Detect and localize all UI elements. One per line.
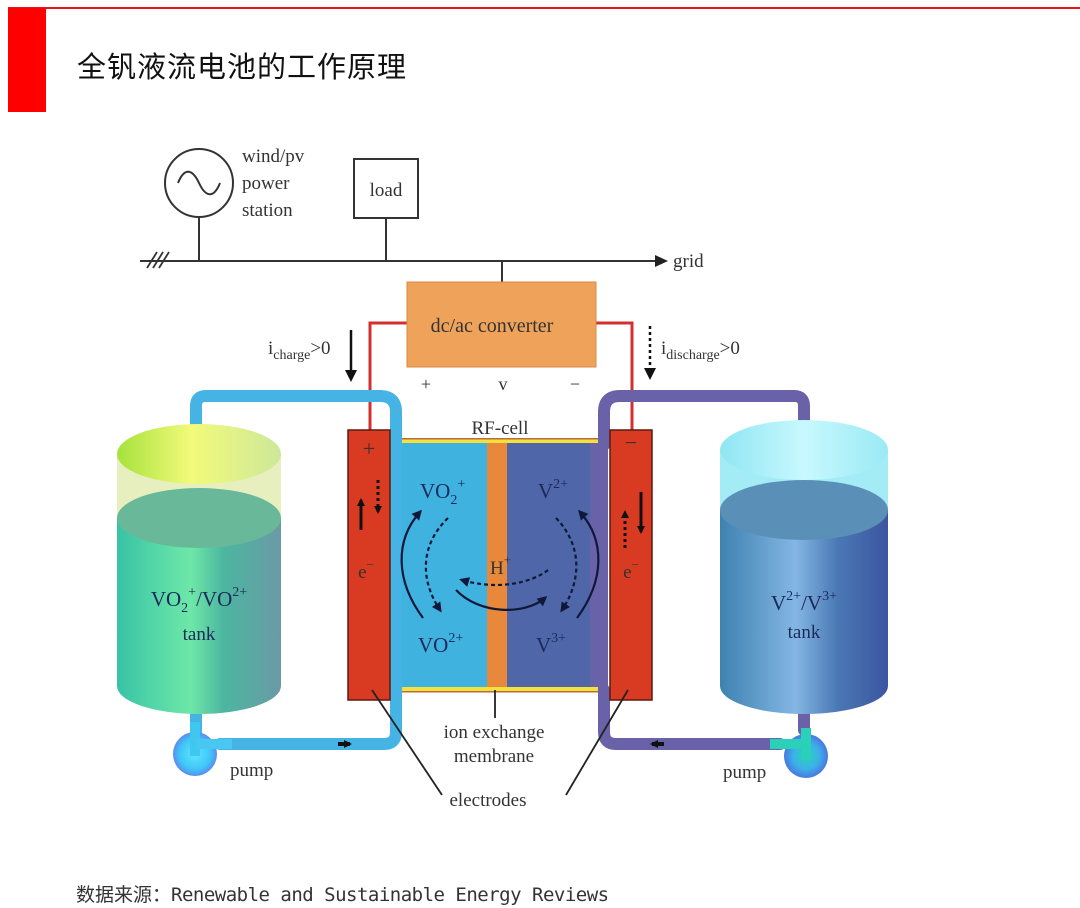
converter-label: dc/ac converter	[431, 315, 554, 337]
charge-arc-right-icon	[576, 509, 600, 619]
left-tank-ion1-sub: 2	[181, 601, 188, 616]
top-rule	[8, 7, 1080, 9]
ion-exchange-membrane	[487, 441, 507, 689]
power-station-label-2: power	[242, 173, 290, 194]
charge-i: i	[268, 338, 273, 359]
vo2-sub: 2	[450, 493, 457, 508]
left-pump: pump	[173, 722, 352, 781]
vo-ion: VO	[418, 633, 448, 657]
three-phase-icon	[146, 251, 170, 269]
grid-bus: grid	[140, 251, 704, 282]
proton-charge-arrow-icon	[455, 589, 548, 611]
negative-electrode: − e−	[609, 429, 653, 701]
proton-ion: H	[490, 558, 504, 579]
discharge-i: i	[661, 338, 666, 359]
discharge-arc-right-icon	[555, 517, 578, 613]
right-tank: V2+/V3+ tank	[720, 420, 888, 714]
left-tank-sep: /VO	[196, 587, 232, 611]
left-tank-ion1-sup: +	[188, 585, 196, 600]
cell-label: RF-cell	[472, 418, 529, 439]
svg-text:VO2+/VO2+: VO2+/VO2+	[151, 585, 247, 616]
power-station-label-1: wind/pv	[242, 146, 305, 167]
svg-text:e−: e−	[623, 557, 639, 583]
left-tank-ion2-sup: 2+	[232, 585, 247, 600]
positive-electron: e	[358, 562, 366, 583]
svg-text:e−: e−	[358, 557, 374, 583]
membrane-label-1: ion exchange	[444, 722, 545, 743]
load-box: load	[353, 158, 419, 261]
v3-sup: 3+	[551, 631, 566, 646]
electrodes-label: electrodes	[449, 790, 526, 811]
power-station-label-3: station	[242, 200, 293, 221]
source-prefix: 数据来源：	[76, 884, 172, 906]
charge-current: icharge>0	[268, 330, 357, 382]
svg-text:idischarge>0: idischarge>0	[661, 338, 740, 363]
left-pump-label: pump	[230, 760, 273, 781]
charge-rest: >0	[310, 338, 330, 359]
source-text: Renewable and Sustainable Energy Reviews	[171, 884, 609, 906]
load-label: load	[370, 180, 403, 201]
voltage-v: v	[499, 374, 508, 394]
proton-discharge-arrow-icon	[459, 569, 549, 587]
power-station: wind/pv power station	[164, 146, 305, 261]
positive-electrolyte	[390, 441, 498, 689]
svg-text:icharge>0: icharge>0	[268, 338, 331, 363]
grid-label: grid	[673, 251, 704, 272]
positive-electrode: + e−	[347, 429, 391, 701]
right-tank-sep: /V	[801, 591, 822, 615]
v2-ion: V	[538, 479, 553, 503]
charge-arc-left-icon	[400, 509, 424, 619]
left-tank-ion1: VO	[151, 587, 181, 611]
dc-ac-converter: dc/ac converter	[406, 281, 597, 368]
right-tank-ion1-sup: 2+	[786, 589, 801, 604]
voltage-minus: −	[570, 374, 580, 394]
voltage-plus: +	[421, 374, 431, 394]
right-tank-ion1: V	[771, 591, 786, 615]
discharge-arc-left-icon	[424, 517, 449, 613]
positive-electron-sup: −	[367, 557, 374, 572]
vo-sup: 2+	[448, 631, 463, 646]
right-tank-caption: tank	[788, 622, 821, 643]
discharge-rest: >0	[720, 338, 740, 359]
svg-text:H+: H+	[490, 552, 511, 579]
right-pump-label: pump	[723, 762, 766, 783]
svg-text:V2+/V3+: V2+/V3+	[771, 589, 837, 615]
charge-sub: charge	[273, 348, 310, 363]
left-tank: VO2+/VO2+ tank	[117, 424, 281, 714]
right-pump: pump	[650, 728, 828, 783]
negative-electron-sup: −	[632, 557, 639, 572]
discharge-current: idischarge>0	[644, 326, 740, 380]
v2-sup: 2+	[553, 477, 568, 492]
sine-wave-icon	[177, 170, 221, 196]
svg-text:VO2+: VO2+	[418, 631, 463, 657]
svg-text:VO2+: VO2+	[420, 477, 465, 508]
svg-text:V2+: V2+	[538, 477, 568, 503]
negative-electron: e	[623, 562, 631, 583]
positive-sign: +	[363, 436, 375, 461]
reaction-arrows	[400, 509, 600, 619]
title-accent-bar	[8, 8, 46, 112]
membrane-label-2: membrane	[454, 746, 534, 767]
svg-text:V3+: V3+	[536, 631, 566, 657]
right-tank-ion2-sup: 3+	[822, 589, 837, 604]
page-title: 全钒液流电池的工作原理	[77, 50, 408, 84]
rf-cell: RF-cell	[390, 418, 608, 693]
v3-ion: V	[536, 633, 551, 657]
source-citation: 数据来源：Renewable and Sustainable Energy Re…	[76, 880, 609, 907]
negative-sign: −	[625, 430, 637, 455]
grid-arrow-icon	[655, 255, 668, 267]
callouts: ion exchange membrane electrodes	[371, 689, 629, 811]
vo2-ion: VO	[420, 479, 450, 503]
proton-sup: +	[504, 552, 511, 567]
vo2-sup: +	[457, 477, 465, 492]
left-tank-caption: tank	[183, 624, 216, 645]
discharge-sub: discharge	[666, 348, 719, 363]
